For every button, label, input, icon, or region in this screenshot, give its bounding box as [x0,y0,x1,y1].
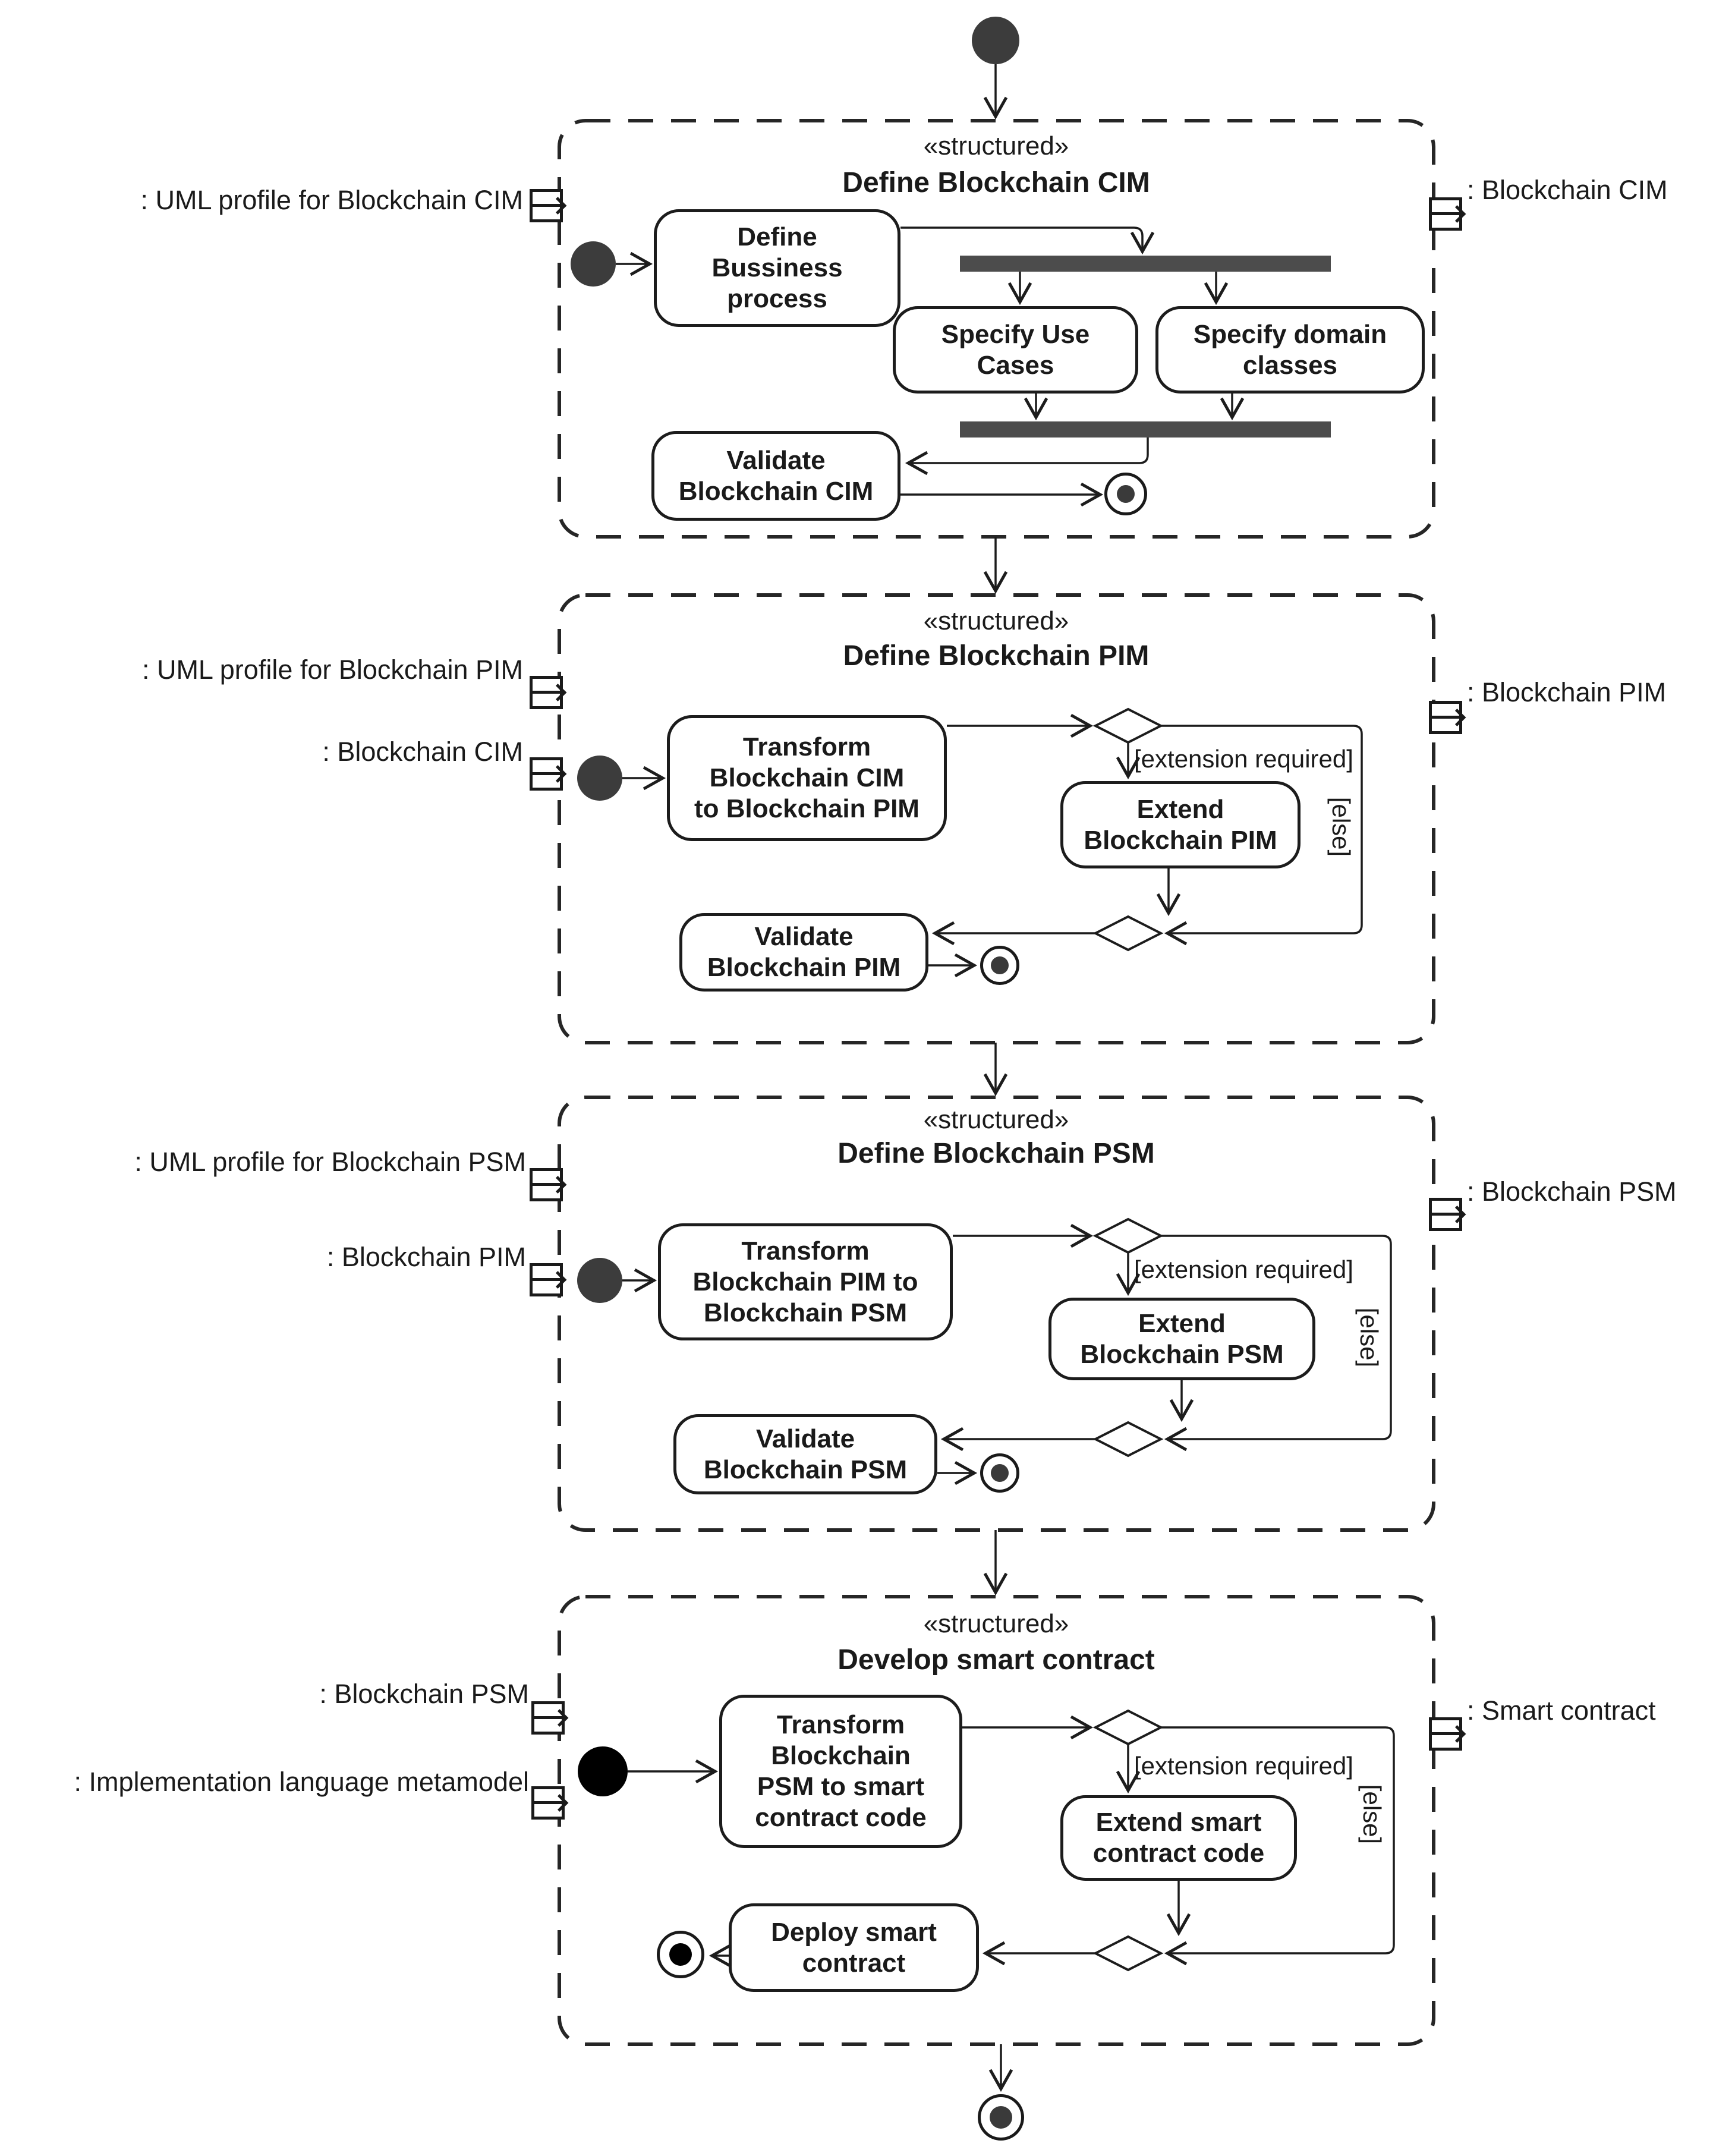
input-pin-icon [530,189,563,222]
activity-extend-smart-contract-code: Extend smart contract code [1060,1795,1297,1881]
output-object-label: : Blockchain CIM [1467,175,1668,205]
output-pin-icon [1429,1198,1462,1231]
activity-final-node [657,1931,704,1978]
input-pin-icon [530,676,563,709]
final-node-dot [669,1943,692,1966]
input-object-label: : Blockchain PIM [326,1242,526,1272]
activity-validate-blockchain-cim: Validate Blockchain CIM [651,431,900,521]
input-pin-icon [531,1786,565,1820]
merge-diamond [1092,915,1164,952]
join-bar [960,421,1331,438]
activity-extend-blockchain-psm: Extend Blockchain PSM [1048,1298,1315,1380]
activity-final-node [978,2094,1024,2141]
activity-frame-border [558,593,1435,1044]
control-flow-edge [905,438,1149,476]
activity-title: Define Blockchain CIM [842,167,1150,199]
activity-title: Develop smart contract [837,1644,1155,1676]
activity-specify-use-cases: Specify Use Cases [893,306,1138,394]
stereotype-label: «structured» [923,131,1069,160]
activity-frame-border [558,1595,1435,2046]
control-flow-edge [900,226,1155,255]
activity-transform-cim-to-pim: Transform Blockchain CIM to Blockchain P… [667,715,947,841]
initial-node [578,1746,628,1796]
input-pin-icon [530,1263,563,1296]
input-object-label: : UML profile for Blockchain PSM [134,1147,526,1177]
stereotype-label: «structured» [923,1105,1069,1134]
final-node-dot [990,2106,1012,2129]
activity-final-node [1104,473,1147,515]
output-object-label: : Smart contract [1467,1695,1656,1726]
activity-title: Define Blockchain PSM [837,1138,1155,1169]
initial-node [577,756,622,801]
input-pin-icon [531,1701,565,1735]
stereotype-label: «structured» [923,1609,1069,1638]
activity-final-node [980,1453,1019,1493]
input-object-label: : UML profile for Blockchain PIM [141,654,523,685]
decision-diamond [1092,1217,1164,1254]
guard-label-else: [else] [1358,1784,1386,1845]
activity-transform-pim-to-psm: Transform Blockchain PIM to Blockchain P… [658,1223,953,1340]
final-node-dot [991,956,1009,974]
final-node-dot [1117,485,1135,503]
initial-node [571,241,616,287]
decision-diamond [1092,1709,1164,1746]
control-flow-edge [1161,725,1363,946]
output-object-label: : Blockchain PIM [1467,677,1667,707]
control-flow-edge [1161,1726,1395,1966]
input-object-label: : Blockchain CIM [322,736,523,767]
input-pin-icon [530,757,563,791]
guard-label-extension: [extension required] [1134,745,1353,773]
activity-title: Define Blockchain PIM [843,640,1150,672]
guard-label-else: [else] [1327,797,1355,857]
output-object-label: : Blockchain PSM [1467,1176,1677,1207]
activity-validate-blockchain-pim: Validate Blockchain PIM [679,913,928,992]
input-object-label: : Blockchain PSM [319,1679,529,1709]
merge-diamond [1092,1935,1164,1972]
final-node-dot [991,1464,1009,1482]
guard-label-extension: [extension required] [1134,1752,1353,1780]
activity-specify-domain-classes: Specify domain classes [1155,306,1425,394]
input-pin-icon [530,1168,563,1201]
output-pin-icon [1429,197,1462,231]
activity-transform-psm-to-code: Transform Blockchain PSM to smart contra… [719,1695,962,1848]
input-object-label: : UML profile for Blockchain CIM [140,185,523,215]
activity-extend-blockchain-pim: Extend Blockchain PIM [1060,781,1301,868]
guard-label-else: [else] [1355,1307,1383,1368]
input-object-label: : Implementation language metamodel [74,1767,529,1797]
output-pin-icon [1429,701,1462,734]
activity-define-business-process: Define Bussiness process [654,209,900,327]
output-pin-icon [1429,1717,1462,1751]
fork-bar [960,256,1331,272]
decision-diamond [1092,707,1164,744]
activity-final-node [980,946,1019,985]
activity-validate-blockchain-psm: Validate Blockchain PSM [673,1414,937,1494]
guard-label-extension: [extension required] [1134,1255,1353,1283]
merge-diamond [1092,1421,1164,1458]
stereotype-label: «structured» [923,606,1069,635]
control-flow-edge [1161,1235,1392,1452]
initial-node [972,17,1019,64]
activity-deploy-smart-contract: Deploy smart contract [729,1903,979,1992]
initial-node [577,1258,622,1303]
